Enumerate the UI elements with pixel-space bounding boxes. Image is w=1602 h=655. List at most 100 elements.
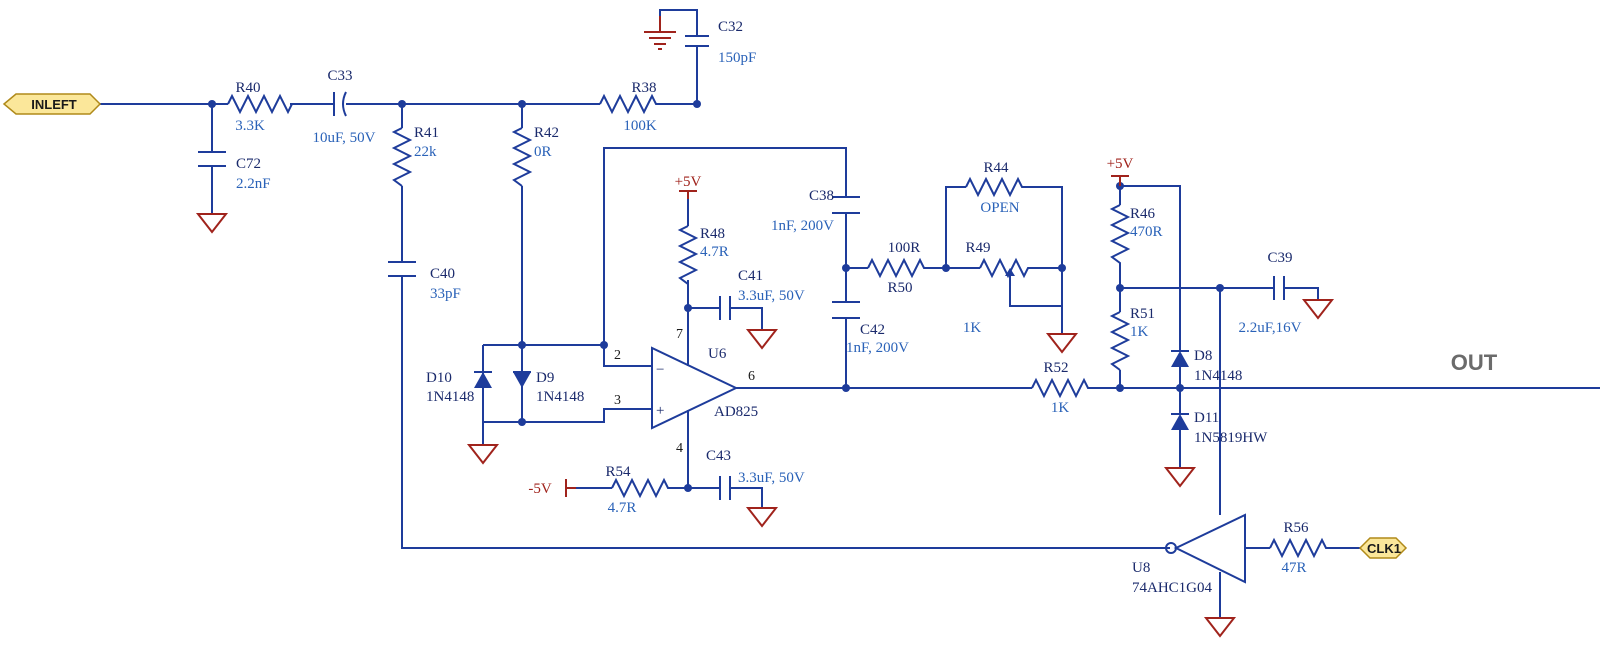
svg-text:C42: C42 bbox=[860, 322, 885, 338]
svg-text:R46: R46 bbox=[1130, 206, 1156, 222]
capacitor-c33: C33 10uF, 50V bbox=[313, 68, 376, 146]
ground-icon bbox=[1303, 299, 1333, 319]
svg-text:R49: R49 bbox=[965, 240, 990, 256]
svg-text:4: 4 bbox=[676, 441, 683, 456]
svg-text:100R: 100R bbox=[888, 240, 921, 256]
svg-text:+: + bbox=[656, 403, 664, 419]
capacitor-c72: C72 2.2nF bbox=[198, 151, 271, 192]
earth-ground-icon bbox=[644, 16, 676, 50]
diode-d11: D11 1N5819HW bbox=[1171, 408, 1268, 446]
svg-text:D10: D10 bbox=[426, 370, 452, 386]
svg-text:47R: 47R bbox=[1281, 560, 1306, 576]
capacitor-c40: C40 33pF bbox=[388, 261, 461, 302]
capacitor-c39: C39 2.2uF,16V bbox=[1239, 250, 1302, 336]
svg-text:33pF: 33pF bbox=[430, 286, 461, 302]
svg-text:C32: C32 bbox=[718, 19, 743, 35]
svg-text:2.2nF: 2.2nF bbox=[236, 176, 271, 192]
resistor-r40: R40 3.3K bbox=[227, 80, 294, 134]
svg-text:1nF, 200V: 1nF, 200V bbox=[846, 340, 909, 356]
svg-text:150pF: 150pF bbox=[718, 50, 756, 66]
resistor-r51: R51 1K bbox=[1109, 306, 1155, 371]
junctions bbox=[208, 100, 1224, 492]
svg-text:74AHC1G04: 74AHC1G04 bbox=[1132, 580, 1213, 596]
svg-text:U6: U6 bbox=[708, 346, 727, 362]
resistor-r42: R42 0R bbox=[511, 125, 559, 187]
svg-text:D8: D8 bbox=[1194, 348, 1212, 364]
port-inleft-label: INLEFT bbox=[31, 97, 77, 112]
capacitor-c41: C41 3.3uF, 50V bbox=[719, 268, 805, 320]
svg-text:470R: 470R bbox=[1130, 224, 1163, 240]
svg-text:0R: 0R bbox=[534, 144, 552, 160]
port-clk1-label: CLK1 bbox=[1367, 541, 1401, 556]
ground-icon bbox=[747, 507, 777, 527]
potentiometer-r49: R49 1K bbox=[963, 240, 1040, 336]
svg-text:1nF, 200V: 1nF, 200V bbox=[771, 218, 834, 234]
resistor-r52: R52 1K bbox=[1031, 360, 1092, 416]
svg-text:-5V: -5V bbox=[528, 481, 551, 497]
resistor-r56: R56 47R bbox=[1269, 520, 1330, 576]
resistor-r50: 100R R50 bbox=[867, 240, 926, 296]
capacitor-c43: C43 3.3uF, 50V bbox=[706, 448, 805, 500]
svg-text:10uF, 50V: 10uF, 50V bbox=[313, 130, 376, 146]
svg-text:2.2uF,16V: 2.2uF,16V bbox=[1239, 320, 1302, 336]
svg-text:2: 2 bbox=[614, 348, 621, 363]
svg-text:1K: 1K bbox=[1051, 400, 1070, 416]
svg-text:R44: R44 bbox=[983, 160, 1009, 176]
svg-text:R42: R42 bbox=[534, 125, 559, 141]
svg-text:D11: D11 bbox=[1194, 410, 1219, 426]
svg-text:U8: U8 bbox=[1132, 560, 1150, 576]
resistor-r46: R46 470R bbox=[1109, 204, 1163, 268]
svg-text:C40: C40 bbox=[430, 266, 455, 282]
svg-text:1K: 1K bbox=[1130, 324, 1149, 340]
ground-icon bbox=[197, 213, 227, 233]
svg-text:4.7R: 4.7R bbox=[700, 244, 729, 260]
svg-text:R52: R52 bbox=[1043, 360, 1068, 376]
svg-text:22k: 22k bbox=[414, 144, 437, 160]
power-rail-vpos-a: +5V bbox=[675, 174, 702, 199]
svg-text:1N4148: 1N4148 bbox=[536, 389, 584, 405]
svg-text:D9: D9 bbox=[536, 370, 554, 386]
svg-text:7: 7 bbox=[676, 327, 683, 342]
resistor-r44: R44 OPEN bbox=[965, 160, 1032, 216]
svg-text:R56: R56 bbox=[1283, 520, 1309, 536]
opamp-u6: − + 2 3 6 7 4 U6 AD825 bbox=[614, 327, 758, 456]
capacitor-c38: C38 1nF, 200V bbox=[771, 188, 860, 234]
svg-text:3.3K: 3.3K bbox=[235, 118, 265, 134]
ground-icon bbox=[1205, 617, 1235, 637]
svg-text:1N4148: 1N4148 bbox=[426, 389, 474, 405]
svg-text:R48: R48 bbox=[700, 226, 725, 242]
wires bbox=[100, 9, 1600, 618]
svg-text:100K: 100K bbox=[623, 118, 657, 134]
svg-text:R54: R54 bbox=[605, 464, 631, 480]
diode-d9: D9 1N4148 bbox=[513, 370, 584, 405]
svg-text:OPEN: OPEN bbox=[980, 200, 1019, 216]
ground-symbols bbox=[197, 16, 1333, 637]
svg-text:C43: C43 bbox=[706, 448, 731, 464]
diode-d8: D8 1N4148 bbox=[1171, 345, 1242, 384]
svg-text:3: 3 bbox=[614, 393, 621, 408]
ground-icon bbox=[468, 444, 498, 464]
svg-text:+5V: +5V bbox=[675, 174, 702, 190]
capacitor-c32: C32 150pF bbox=[685, 19, 756, 66]
svg-text:1N5819HW: 1N5819HW bbox=[1194, 430, 1268, 446]
diode-d10: D10 1N4148 bbox=[426, 370, 492, 405]
svg-text:+5V: +5V bbox=[1107, 156, 1134, 172]
ground-icon bbox=[1165, 467, 1195, 487]
svg-text:1K: 1K bbox=[963, 320, 982, 336]
svg-text:AD825: AD825 bbox=[714, 404, 758, 420]
power-rail-vneg: -5V bbox=[528, 479, 576, 497]
svg-text:C39: C39 bbox=[1267, 250, 1292, 266]
svg-text:R50: R50 bbox=[887, 280, 912, 296]
port-clk1: CLK1 bbox=[1358, 537, 1408, 559]
out-label: OUT bbox=[1451, 350, 1498, 375]
svg-text:3.3uF, 50V: 3.3uF, 50V bbox=[738, 470, 805, 486]
port-inleft: INLEFT bbox=[2, 93, 102, 115]
resistor-r38: R38 100K bbox=[599, 80, 660, 134]
resistor-r54: R54 4.7R bbox=[605, 464, 672, 516]
svg-text:R38: R38 bbox=[631, 80, 656, 96]
svg-text:R41: R41 bbox=[414, 125, 439, 141]
ground-icon bbox=[1047, 333, 1077, 353]
svg-text:4.7R: 4.7R bbox=[608, 500, 637, 516]
